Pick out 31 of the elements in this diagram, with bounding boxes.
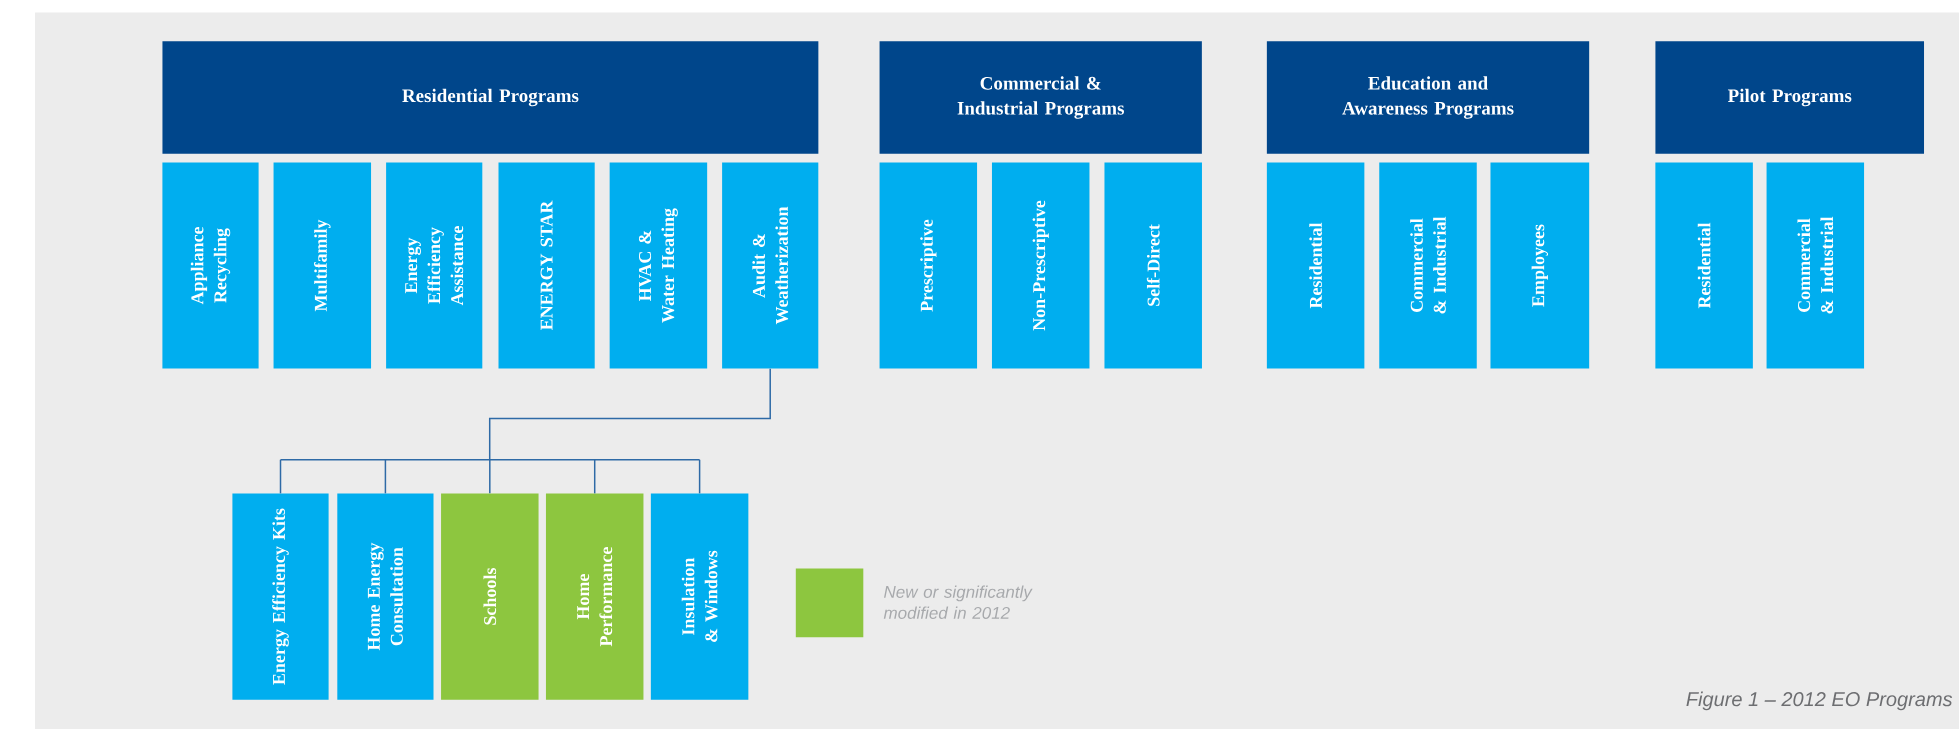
program-box: HVAC & Water Heating <box>609 162 708 369</box>
program-box: Audit & Weatherization <box>722 162 819 369</box>
program-box: Schools <box>441 493 539 700</box>
category-header: Residential Programs <box>162 41 819 154</box>
connector-line <box>279 459 282 495</box>
program-box: Residential <box>1266 162 1365 369</box>
category-header: Education and Awareness Programs <box>1266 41 1590 154</box>
connector-line <box>489 459 491 495</box>
program-box: Energy Efficiency Assistance <box>386 162 483 369</box>
connector-trunk <box>279 368 771 461</box>
program-box: Commercial & Industrial <box>1766 162 1865 369</box>
program-box: Home Energy Consultation <box>337 493 434 700</box>
legend-text: New or significantly modified in 2012 <box>883 585 1033 619</box>
program-box: Residential <box>1655 162 1753 369</box>
category-header: Pilot Programs <box>1655 41 1924 154</box>
program-box: Employees <box>1490 162 1590 369</box>
connector-line <box>593 459 596 495</box>
program-box: Insulation & Windows <box>650 493 749 700</box>
program-box: Self-Direct <box>1104 162 1202 369</box>
program-box: Home Performance <box>545 493 644 700</box>
program-box: Energy Efficiency Kits <box>232 493 329 700</box>
connector-line <box>698 459 701 495</box>
program-box: Prescriptive <box>879 162 978 369</box>
program-box: Commercial & Industrial <box>1379 162 1477 369</box>
category-header: Commercial & Industrial Programs <box>879 41 1202 154</box>
connector-line <box>384 459 387 495</box>
program-box: Multifamily <box>273 162 372 369</box>
program-box: ENERGY STAR <box>498 162 595 369</box>
program-box: Non-Prescriptive <box>991 162 1090 369</box>
figure-caption: Figure 1 – 2012 EO Programs <box>1686 691 1953 711</box>
program-box: Appliance Recycling <box>162 162 259 369</box>
